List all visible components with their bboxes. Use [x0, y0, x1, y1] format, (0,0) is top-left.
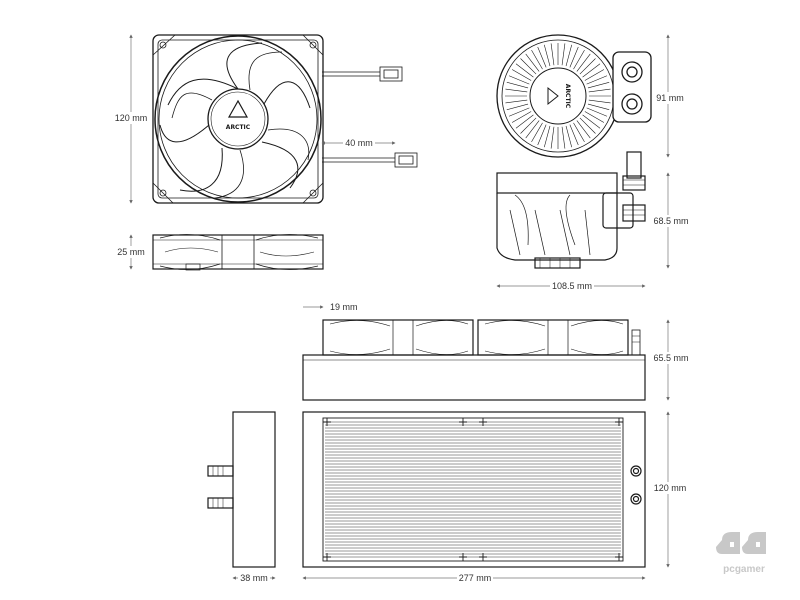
watermark-text: pcgamer: [723, 564, 765, 575]
fan-side-view: [152, 234, 324, 271]
radiator-side-view: [302, 319, 646, 401]
dim-radiator-height: 120 mm: [654, 483, 687, 493]
pump-top-view: [496, 34, 652, 158]
dim-fitting-offset: 19 mm: [330, 302, 358, 312]
dim-pump-width: 108.5 mm: [552, 281, 592, 291]
dim-fan-cable: 40 mm: [345, 138, 373, 148]
pump-side-view: [496, 151, 646, 269]
dim-radiator-length: 277 mm: [459, 573, 492, 583]
dim-fan-thickness: 25 mm: [117, 247, 145, 257]
dim-radiator-side: 38 mm: [240, 573, 268, 583]
dim-pump-height: 91 mm: [656, 93, 684, 103]
fan-front-view: [152, 34, 324, 204]
dimension-labels: 120 mm 40 mm 25 mm 91 mm 68.5 mm 108.5 m…: [112, 92, 691, 584]
radiator-end-view: [207, 411, 276, 568]
watermark-logo: pcgamer: [716, 532, 766, 575]
pump-logo: ARCTIC: [564, 84, 571, 109]
dim-pump-depth: 68.5 mm: [653, 216, 688, 226]
radiator-front-view: [302, 411, 646, 568]
dim-radiator-fan-height: 65.5 mm: [653, 353, 688, 363]
dim-fan-height: 120 mm: [115, 113, 148, 123]
fan-cables: [322, 66, 418, 168]
fan-logo: ARCTIC: [226, 124, 251, 131]
pump-logo-triangle: [547, 86, 559, 106]
